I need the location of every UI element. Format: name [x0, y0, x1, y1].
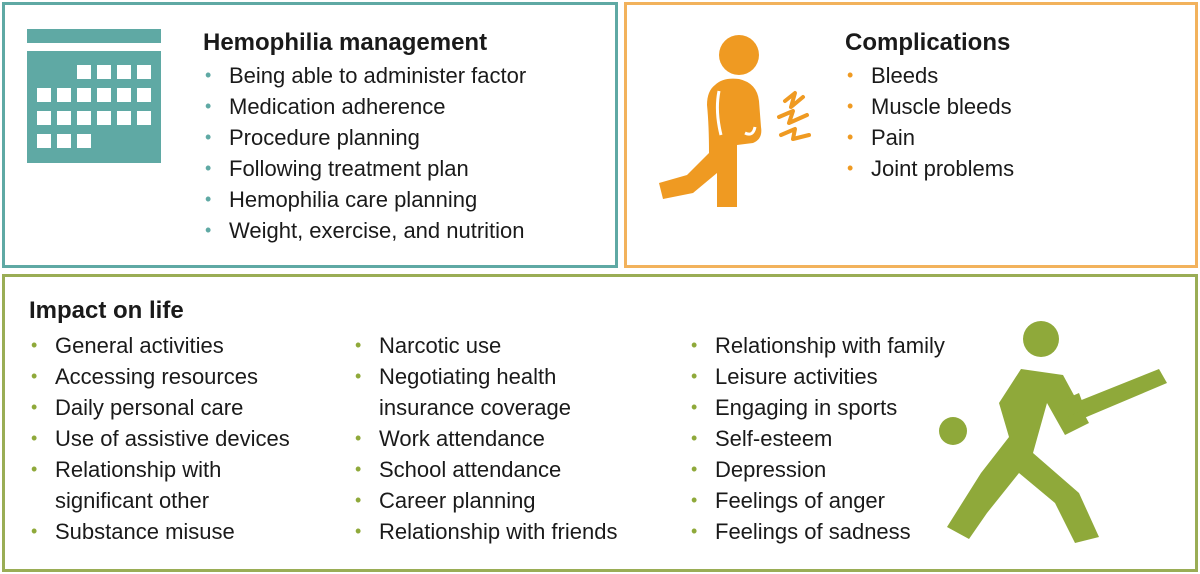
calendar-cell [117, 88, 131, 102]
hemophilia-management-list: Being able to administer factorMedicatio… [203, 60, 526, 246]
calendar-cell [137, 65, 151, 79]
impact-column-2: Narcotic useNegotiating health insurance… [353, 330, 617, 547]
list-item: Being able to administer factor [203, 60, 526, 91]
calendar-cell [37, 111, 51, 125]
list-item: Feelings of anger [689, 485, 945, 516]
list-item: Pain [845, 122, 1014, 153]
list-item: General activities [29, 330, 290, 361]
calendar-cell [77, 111, 91, 125]
list-item: Joint problems [845, 153, 1014, 184]
list-item: School attendance [353, 454, 617, 485]
calendar-icon [27, 29, 161, 163]
list-item: Muscle bleeds [845, 91, 1014, 122]
calendar-cell [117, 111, 131, 125]
impact-column-3: Relationship with familyLeisure activiti… [689, 330, 945, 547]
impact-column-1: General activitiesAccessing resourcesDai… [29, 330, 290, 547]
list-item: Leisure activities [689, 361, 945, 392]
list-item: Relationship with significant other [29, 454, 290, 516]
calendar-cell [37, 134, 51, 148]
calendar-cell [77, 65, 91, 79]
calendar-cell [97, 65, 111, 79]
list-item: Substance misuse [29, 516, 290, 547]
list-item: Weight, exercise, and nutrition [203, 215, 526, 246]
list-item: Depression [689, 454, 945, 485]
list-item: Self-esteem [689, 423, 945, 454]
list-item: Feelings of sadness [689, 516, 945, 547]
list-item: Engaging in sports [689, 392, 945, 423]
cricket-player-icon [939, 321, 1167, 543]
hemophilia-management-title: Hemophilia management [203, 29, 488, 56]
complications-list: BleedsMuscle bleedsPainJoint problems [845, 60, 1014, 184]
list-item: Narcotic use [353, 330, 617, 361]
calendar-cell [57, 134, 71, 148]
impact-on-life-title: Impact on life [29, 297, 184, 324]
list-item: Career planning [353, 485, 617, 516]
list-item: Procedure planning [203, 122, 526, 153]
hemophilia-management-panel: Hemophilia management Being able to admi… [2, 2, 618, 268]
calendar-cell [57, 111, 71, 125]
list-item: Bleeds [845, 60, 1014, 91]
calendar-cell [137, 111, 151, 125]
calendar-cell [37, 88, 51, 102]
calendar-cell [77, 134, 91, 148]
list-item: Negotiating health insurance coverage [353, 361, 617, 423]
list-item: Relationship with family [689, 330, 945, 361]
complications-panel: Complications BleedsMuscle bleedsPainJoi… [624, 2, 1198, 268]
list-item: Accessing resources [29, 361, 290, 392]
calendar-cell [77, 88, 91, 102]
list-item: Following treatment plan [203, 153, 526, 184]
list-item: Relationship with friends [353, 516, 617, 547]
kneeling-person-pain-icon [659, 35, 811, 207]
calendar-cell [97, 88, 111, 102]
calendar-cell [137, 88, 151, 102]
complications-title: Complications [845, 29, 1011, 56]
list-item: Use of assistive devices [29, 423, 290, 454]
list-item: Hemophilia care planning [203, 184, 526, 215]
calendar-cell [57, 88, 71, 102]
list-item: Medication adherence [203, 91, 526, 122]
calendar-cell [97, 111, 111, 125]
list-item: Daily personal care [29, 392, 290, 423]
impact-on-life-panel: Impact on life General activitiesAccessi… [2, 274, 1198, 572]
list-item: Work attendance [353, 423, 617, 454]
calendar-cell [117, 65, 131, 79]
